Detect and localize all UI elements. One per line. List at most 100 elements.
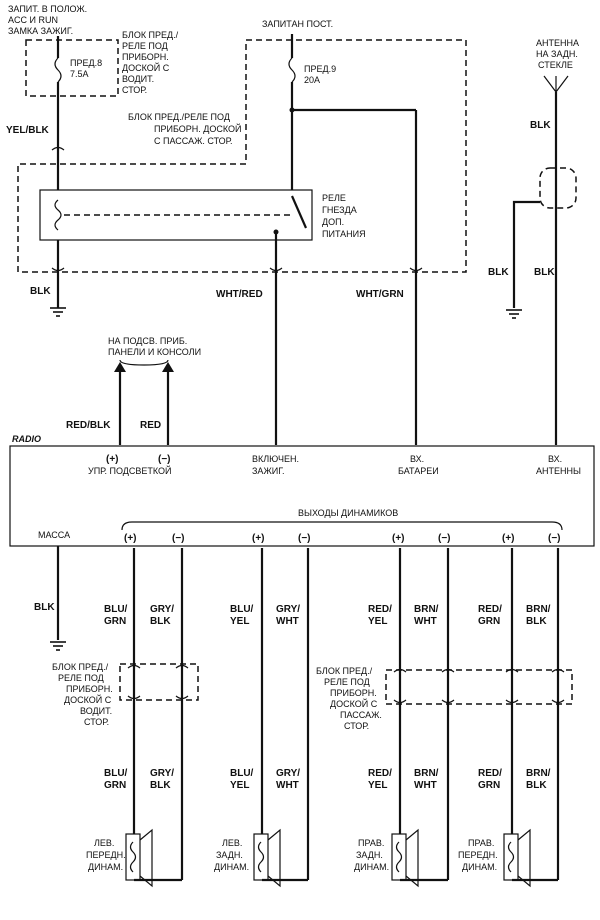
wire-label-red-grn-1a: RED/ bbox=[478, 604, 502, 615]
pass-box-lower bbox=[385, 669, 573, 705]
connector-yel-blk bbox=[51, 146, 65, 151]
wire-label-wht-red: WHT/RED bbox=[216, 289, 263, 300]
relay-label-1: РЕЛЕ bbox=[322, 193, 346, 203]
wire-label-brn-wht-1b: WHT bbox=[414, 616, 437, 627]
fuse9-label-1: ПРЕД.9 bbox=[304, 64, 336, 74]
spk-rf-label-3: ДИНАМ. bbox=[462, 862, 497, 872]
wire-label-brn-wht-1a: BRN/ bbox=[414, 604, 439, 615]
term-lf-plus: (+) bbox=[124, 533, 137, 544]
pass-box-low-2: РЕЛЕ ПОД bbox=[324, 677, 370, 687]
fuse8-box bbox=[25, 39, 119, 97]
pass-box-low-6: СТОР. bbox=[344, 721, 369, 731]
const-feed-label: ЗАПИТАН ПОСТ. bbox=[262, 19, 333, 29]
spk-lf-label-3: ДИНАМ. bbox=[88, 862, 123, 872]
spk-rr-label-1: ПРАВ. bbox=[358, 838, 384, 848]
ground-symbol-1 bbox=[50, 307, 66, 317]
driver-box-label-1: БЛОК ПРЕД./ bbox=[122, 30, 179, 40]
antenna-label-2: НА ЗАДН. bbox=[536, 49, 578, 59]
ign-on-label-1: ВКЛЮЧЕН. bbox=[252, 454, 299, 464]
wire-label-red-yel-2b: YEL bbox=[368, 780, 387, 791]
wire-label-red-yel-1b: YEL bbox=[368, 616, 387, 627]
wire-label-brn-blk-1a: BRN/ bbox=[526, 604, 551, 615]
light-minus: (−) bbox=[158, 454, 171, 465]
term-rr-plus: (+) bbox=[392, 533, 405, 544]
term-rf-minus: (−) bbox=[548, 533, 561, 544]
ant-in-label-1: ВХ. bbox=[548, 454, 562, 464]
wire-label-blu-grn-2b: GRN bbox=[104, 780, 126, 791]
wire-label-red-grn-1b: GRN bbox=[478, 616, 500, 627]
relay-label-3: ДОП. bbox=[322, 217, 344, 227]
ant-in-label-2: АНТЕННЫ bbox=[536, 466, 581, 476]
speaker-lf-icon bbox=[125, 828, 153, 888]
speaker-out-label: ВЫХОДЫ ДИНАМИКОВ bbox=[298, 508, 398, 518]
spk-lr-label-3: ДИНАМ. bbox=[214, 862, 249, 872]
driver-box-low-2: РЕЛЕ ПОД bbox=[58, 673, 104, 683]
dash-light-label-2: ПАНЕЛИ И КОНСОЛИ bbox=[108, 347, 201, 357]
wire-label-blu-grn-2a: BLU/ bbox=[104, 768, 128, 779]
wire-label-blu-yel-1a: BLU/ bbox=[230, 604, 254, 615]
relay-contact bbox=[290, 195, 308, 229]
driver-box-low-4: ДОСКОЙ С bbox=[64, 694, 112, 705]
wire-label-blk-1: BLK bbox=[30, 286, 51, 297]
junction-fuse9 bbox=[289, 107, 295, 113]
connector-wht-red bbox=[269, 267, 283, 272]
wire-label-gry-blk-2a: GRY/ bbox=[150, 768, 174, 779]
speaker-rr-icon bbox=[391, 828, 419, 888]
dash-light-label-1: НА ПОДСВ. ПРИБ. bbox=[108, 336, 187, 346]
spk-lr-label-1: ЛЕВ. bbox=[222, 838, 242, 848]
wire-antenna-shield bbox=[512, 200, 540, 308]
driver-box-label-2: РЕЛЕ ПОД bbox=[122, 41, 168, 51]
spk-lf-label-1: ЛЕВ. bbox=[94, 838, 114, 848]
wire-label-red: RED bbox=[140, 420, 161, 431]
speaker-lr-icon bbox=[253, 828, 281, 888]
pass-box-label-3: С ПАССАЖ. СТОР. bbox=[154, 136, 233, 146]
term-lr-minus: (−) bbox=[298, 533, 311, 544]
driver-box-low-5: ВОДИТ. bbox=[80, 706, 112, 716]
term-lf-minus: (−) bbox=[172, 533, 185, 544]
wire-label-brn-wht-2b: WHT bbox=[414, 780, 437, 791]
spk-rr-label-2: ЗАДН. bbox=[356, 850, 383, 860]
fuse9-label-2: 20A bbox=[304, 75, 320, 85]
wire-label-gry-wht-2a: GRY/ bbox=[276, 768, 300, 779]
wire-label-brn-blk-2a: BRN/ bbox=[526, 768, 551, 779]
wire-label-yel-blk: YEL/BLK bbox=[6, 125, 50, 136]
connector-wht-grn bbox=[409, 267, 423, 272]
term-lr-plus: (+) bbox=[252, 533, 265, 544]
light-ctrl-label: УПР. ПОДСВЕТКОЙ bbox=[88, 465, 171, 476]
relay-label-2: ГНЕЗДА bbox=[322, 205, 357, 215]
batt-in-label-2: БАТАРЕИ bbox=[398, 466, 439, 476]
driver-box-low-6: СТОР. bbox=[84, 717, 109, 727]
ign-on-label-2: ЗАЖИГ. bbox=[252, 466, 285, 476]
antenna-icon bbox=[543, 75, 569, 93]
wire-label-blk-2: BLK bbox=[34, 602, 55, 613]
relay-label-4: ПИТАНИЯ bbox=[322, 229, 366, 239]
driver-box-lower bbox=[119, 663, 199, 701]
pass-box-low-1: БЛОК ПРЕД./ bbox=[316, 666, 373, 676]
wire-label-gry-wht-1b: WHT bbox=[276, 616, 299, 627]
wire-label-gry-wht-2b: WHT bbox=[276, 780, 299, 791]
spk-lf-label-2: ПЕРЕДН. bbox=[86, 850, 126, 860]
wire-label-brn-wht-2a: BRN/ bbox=[414, 768, 439, 779]
driver-box-label-3: ПРИБОРН. bbox=[122, 52, 169, 62]
pass-box-low-4: ДОСКОЙ С bbox=[330, 698, 378, 709]
ign-feed-label-2: ACC И RUN bbox=[8, 15, 58, 25]
arrow-red-blk bbox=[114, 362, 126, 372]
driver-box-label-4: ДОСКОЙ С bbox=[122, 62, 170, 73]
wire-label-brn-blk-1b: BLK bbox=[526, 616, 547, 627]
speaker-rf-icon bbox=[503, 828, 531, 888]
radio-unit bbox=[9, 445, 595, 547]
driver-box-label-5: ВОДИТ. bbox=[122, 74, 154, 84]
wire-label-red-grn-2a: RED/ bbox=[478, 768, 502, 779]
pass-box-label-1: БЛОК ПРЕД./РЕЛЕ ПОД bbox=[128, 112, 230, 122]
wire-label-blu-yel-1b: YEL bbox=[230, 616, 249, 627]
arrow-red bbox=[162, 362, 174, 372]
wire-label-brn-blk-2b: BLK bbox=[526, 780, 547, 791]
ign-feed-label-3: ЗАМКА ЗАЖИГ. bbox=[8, 26, 73, 36]
spk-rr-label-3: ДИНАМ. bbox=[354, 862, 389, 872]
fuse8-label-1: ПРЕД.8 bbox=[70, 58, 102, 68]
ground-symbol-2 bbox=[506, 309, 522, 319]
wire-label-gry-wht-1a: GRY/ bbox=[276, 604, 300, 615]
antenna-label-3: СТЕКЛЕ bbox=[538, 60, 573, 70]
relay-coil bbox=[54, 199, 62, 231]
